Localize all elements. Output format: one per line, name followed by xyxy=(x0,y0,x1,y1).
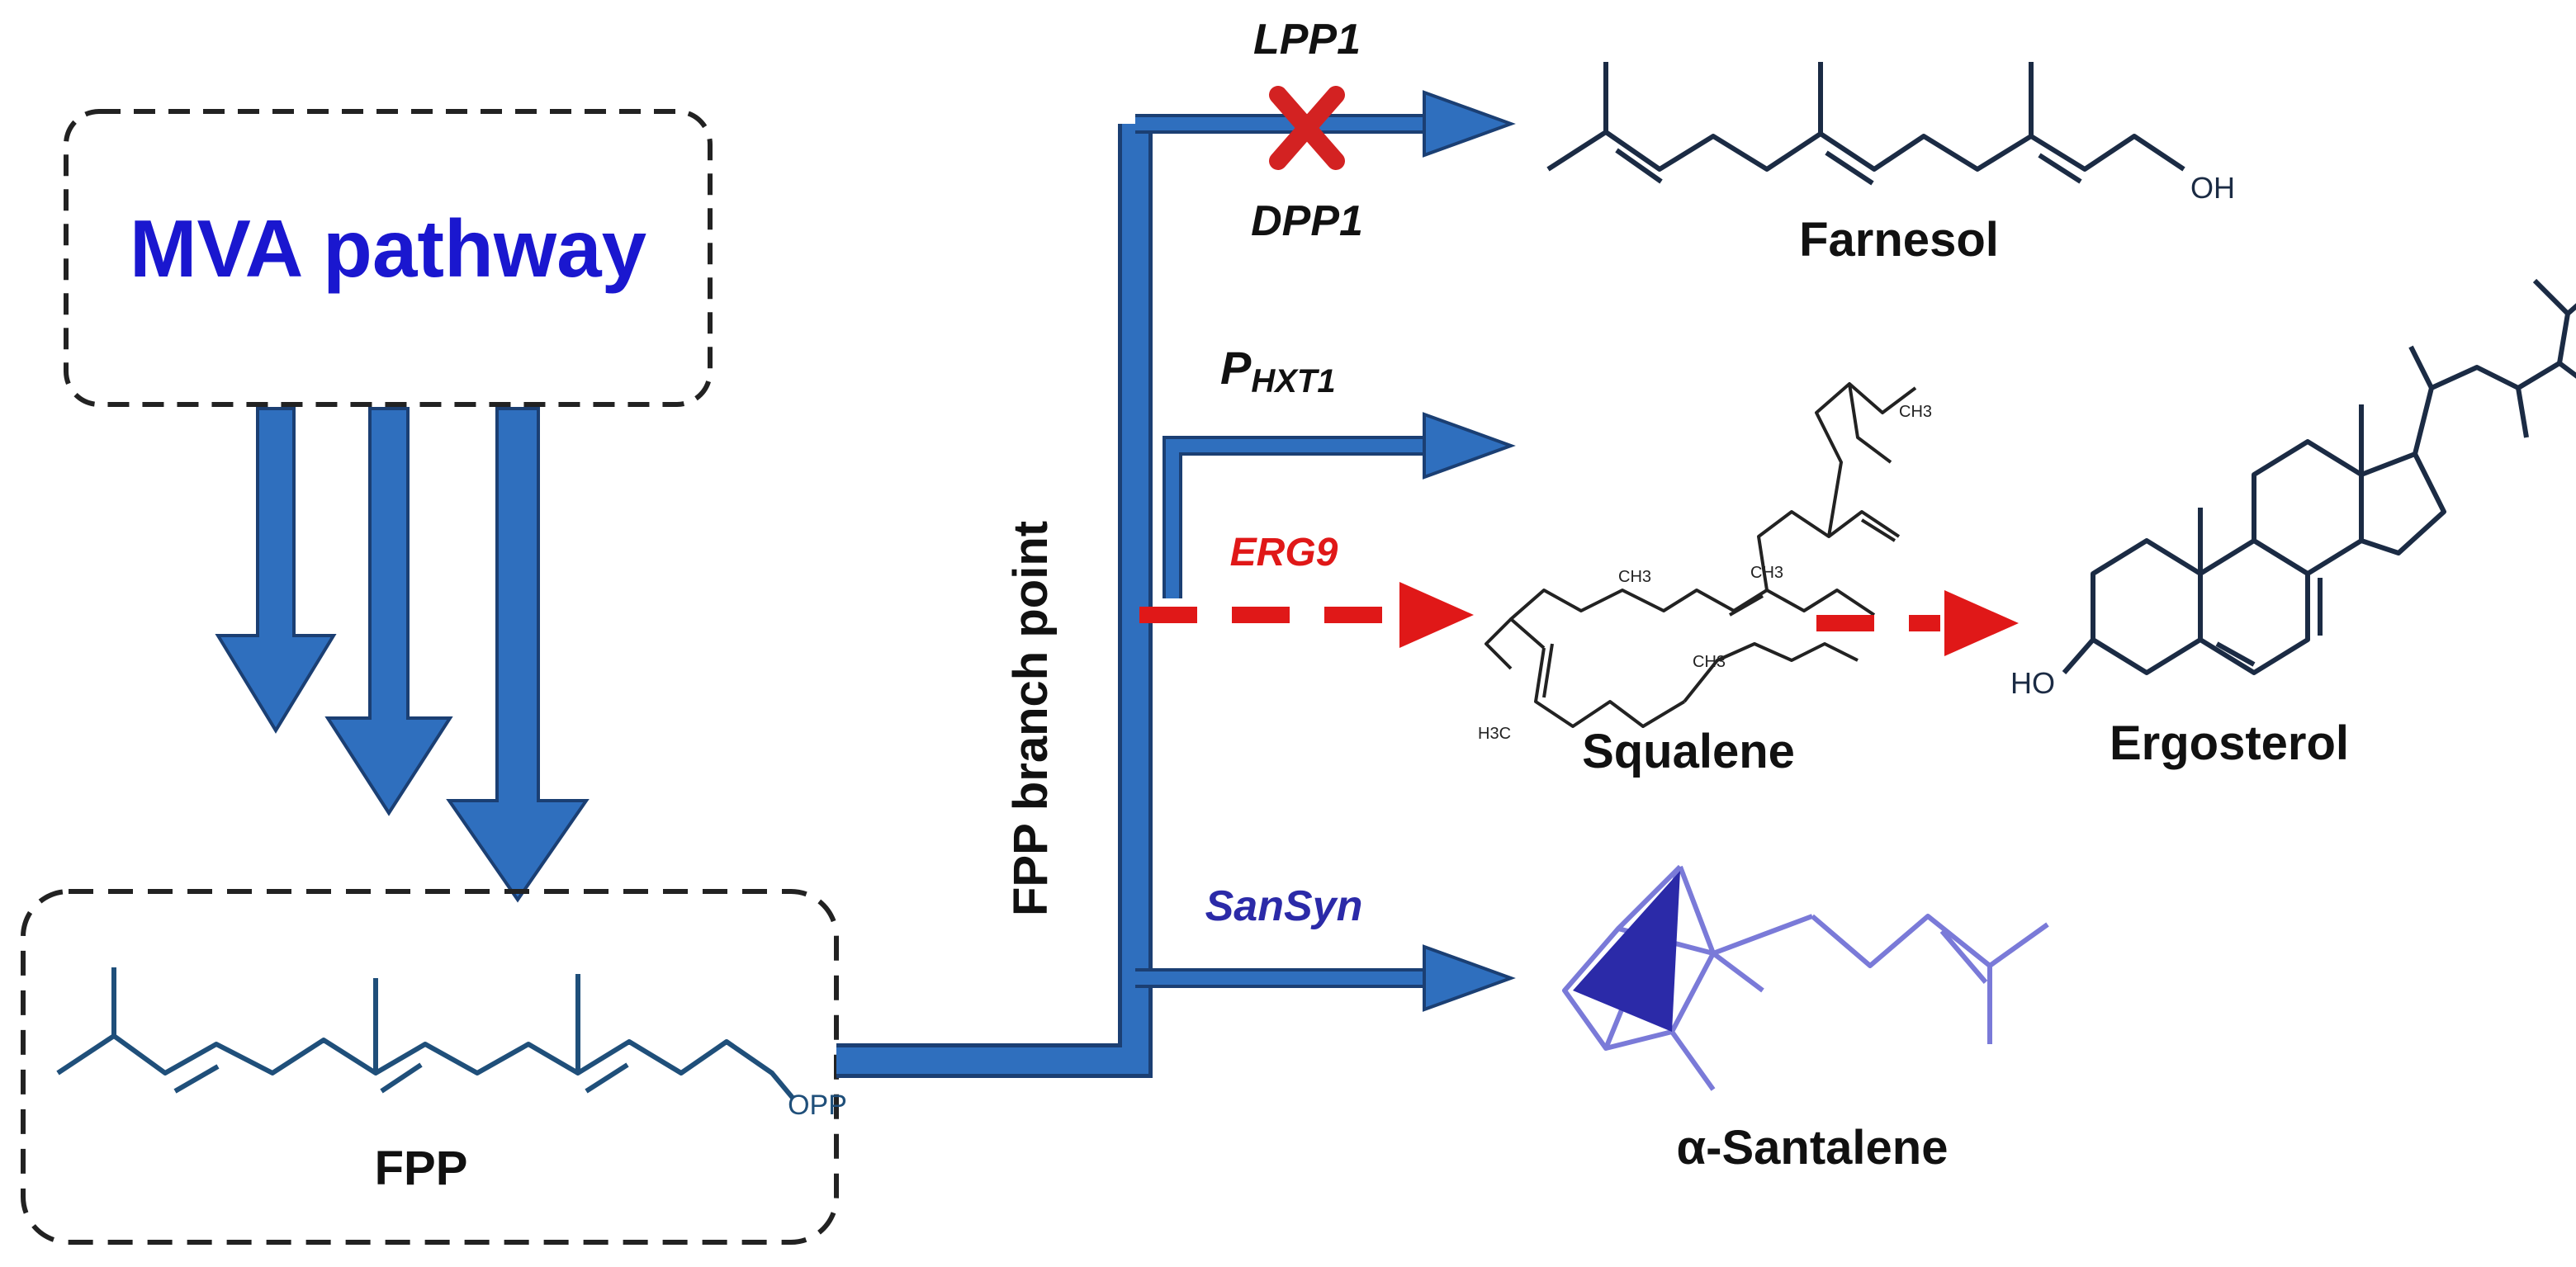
phxt1-subscript: HXT1 xyxy=(1251,363,1335,399)
phxt1-label: PHXT1 xyxy=(1220,342,1336,399)
farnesol-label: Farnesol xyxy=(1799,213,1999,267)
squalene-methyl-labels: CH3 CH3 CH3 CH3 H3C xyxy=(1478,403,1932,743)
ergosterol-label: Ergosterol xyxy=(2110,716,2349,770)
erg9-branch-arrow xyxy=(1139,582,1474,648)
lpp1-label: LPP1 xyxy=(1253,16,1361,64)
farnesol-structure xyxy=(1546,62,2185,186)
branch-trunk xyxy=(836,124,1153,1078)
farnesol-branch-arrow xyxy=(1135,90,1516,158)
methyl-label-2: CH3 xyxy=(1750,564,1783,582)
methyl-label-4: CH3 xyxy=(1899,403,1932,421)
mva-arrow-3 xyxy=(446,407,590,903)
santalene-label: α-Santalene xyxy=(1677,1121,1949,1175)
squalene-to-ergosterol-arrow xyxy=(1816,590,2019,656)
santalene-structure xyxy=(1562,864,2049,1091)
erg9-label: ERG9 xyxy=(1230,531,1338,574)
methyl-label-1: CH3 xyxy=(1618,568,1651,586)
branch-point-label: FPP branch point xyxy=(1004,521,1058,916)
mva-flux-arrows xyxy=(215,407,590,903)
sansyn-branch-arrow xyxy=(1135,944,1516,1012)
fpp-structure xyxy=(56,967,795,1099)
fpp-label: FPP xyxy=(375,1142,468,1195)
knockout-x-icon xyxy=(1269,86,1345,170)
h3c-label: H3C xyxy=(1478,725,1511,743)
methyl-label-3: CH3 xyxy=(1693,653,1726,671)
fpp-opp-label: OPP xyxy=(788,1090,847,1121)
mva-pathway-box xyxy=(64,109,713,407)
ergosterol-ho-label: HO xyxy=(2010,666,2055,700)
squalene-structure xyxy=(1485,382,1917,728)
mva-arrow-2 xyxy=(324,407,453,816)
squalene-label: Squalene xyxy=(1582,725,1795,778)
dpp1-label: DPP1 xyxy=(1251,197,1363,245)
ergosterol-structure xyxy=(2062,278,2576,675)
phxt1-branch-arrow xyxy=(1163,412,1516,598)
phxt1-main: P xyxy=(1220,342,1252,394)
sansyn-label: SanSyn xyxy=(1205,882,1363,930)
mva-pathway-label: MVA pathway xyxy=(130,203,646,294)
farnesol-oh-label: OH xyxy=(2190,171,2235,205)
santalene-wedge xyxy=(1573,871,1680,1032)
mva-arrow-1 xyxy=(215,407,337,734)
